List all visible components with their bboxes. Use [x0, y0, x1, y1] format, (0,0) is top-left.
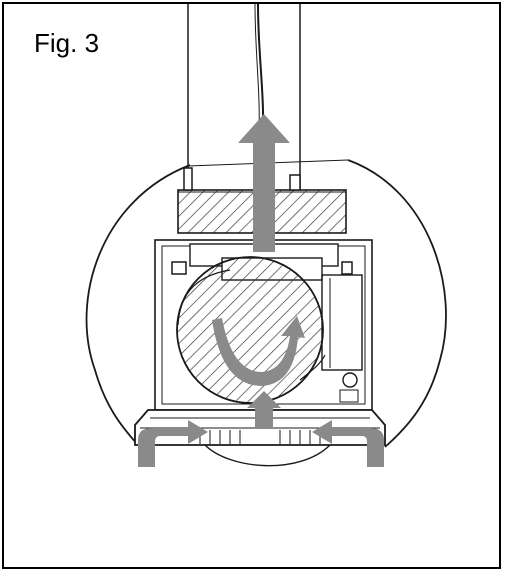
shell-bottom	[204, 444, 331, 467]
shell-left	[85, 164, 191, 446]
shell-right	[347, 159, 447, 448]
exhaust-arrow-up	[238, 114, 290, 252]
motor-side	[321, 274, 363, 371]
figure-label: Fig. 3	[34, 28, 100, 58]
intake-arrow-right	[312, 420, 384, 467]
intake-arrow-left	[138, 420, 208, 467]
rotation-arrow	[212, 316, 305, 386]
intake-arrow-center	[247, 391, 281, 428]
